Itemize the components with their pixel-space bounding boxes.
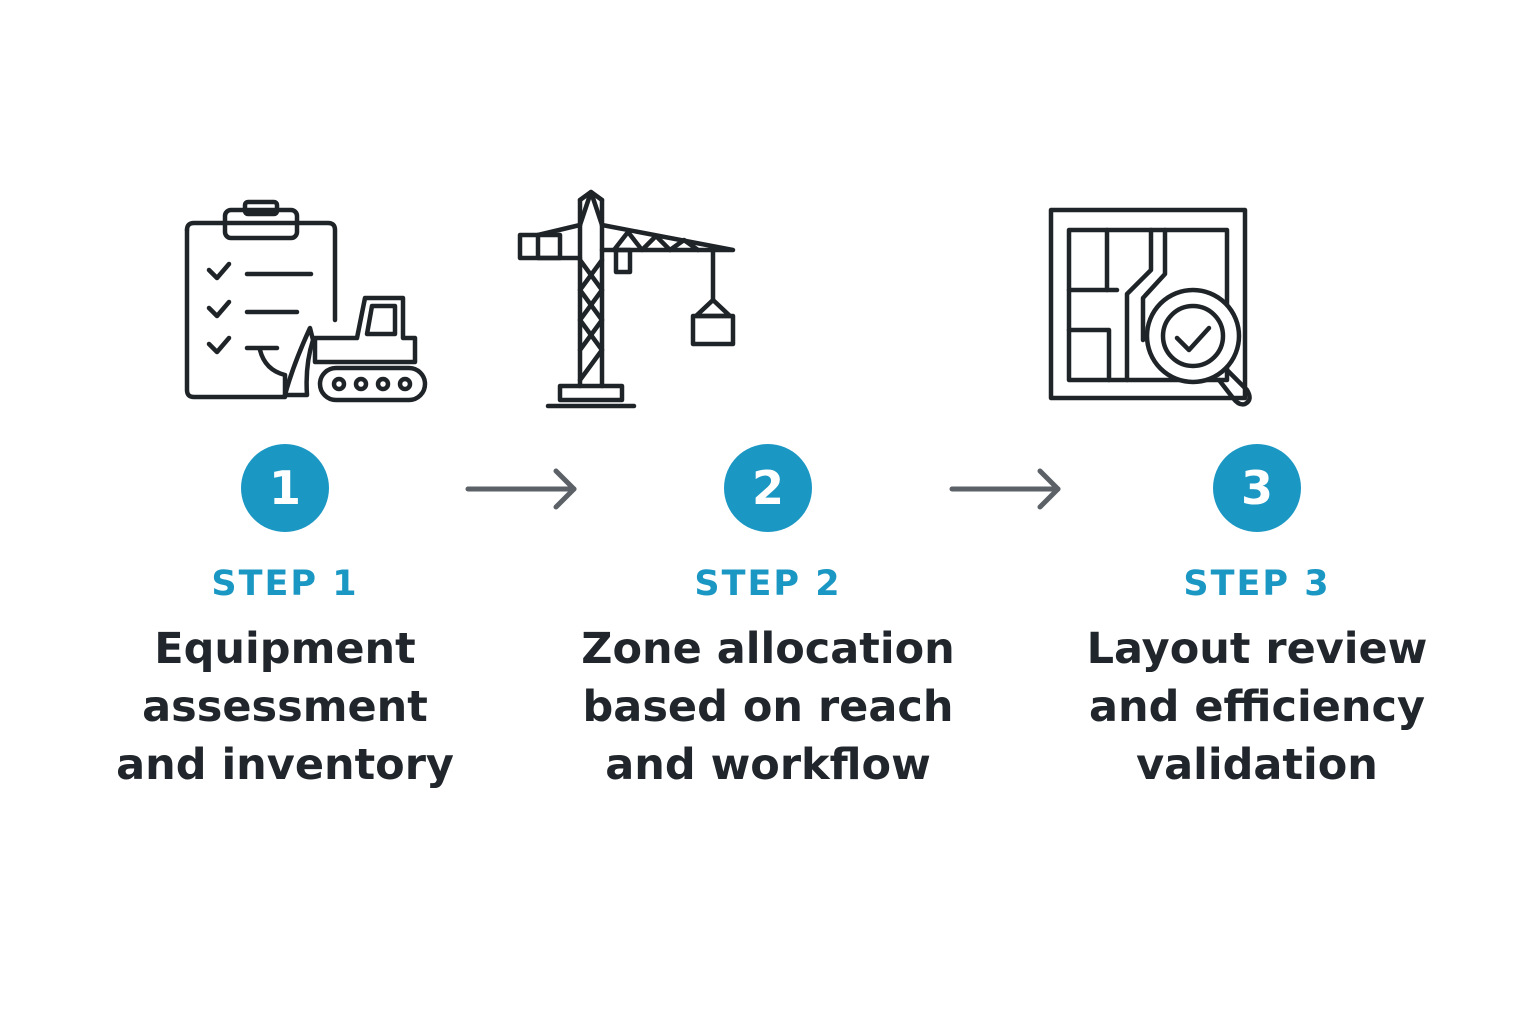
arrow-right-icon (465, 468, 577, 510)
tower-crane-icon (517, 189, 736, 409)
step-number-badge: 3 (1213, 444, 1301, 532)
step-description: Layout review and efficiency validation (1086, 624, 1428, 790)
step-description: Equipment assessment and inventory (116, 624, 454, 790)
floorplan-magnifier-check-icon (1048, 207, 1252, 407)
step-label: STEP 3 (1183, 564, 1331, 604)
step-number-badge: 1 (241, 444, 329, 532)
arrow-right-icon (949, 468, 1061, 510)
step-3-icon-area (1047, 190, 1467, 420)
step-number-badge: 2 (724, 444, 812, 532)
step-label: STEP 2 (694, 564, 842, 604)
step-1-icon-area (75, 190, 495, 420)
step-description: Zone allocation based on reach and workf… (581, 624, 955, 790)
step-2-icon-area (517, 189, 978, 420)
step-label: STEP 1 (211, 564, 359, 604)
clipboard-bulldozer-icon (184, 199, 428, 403)
